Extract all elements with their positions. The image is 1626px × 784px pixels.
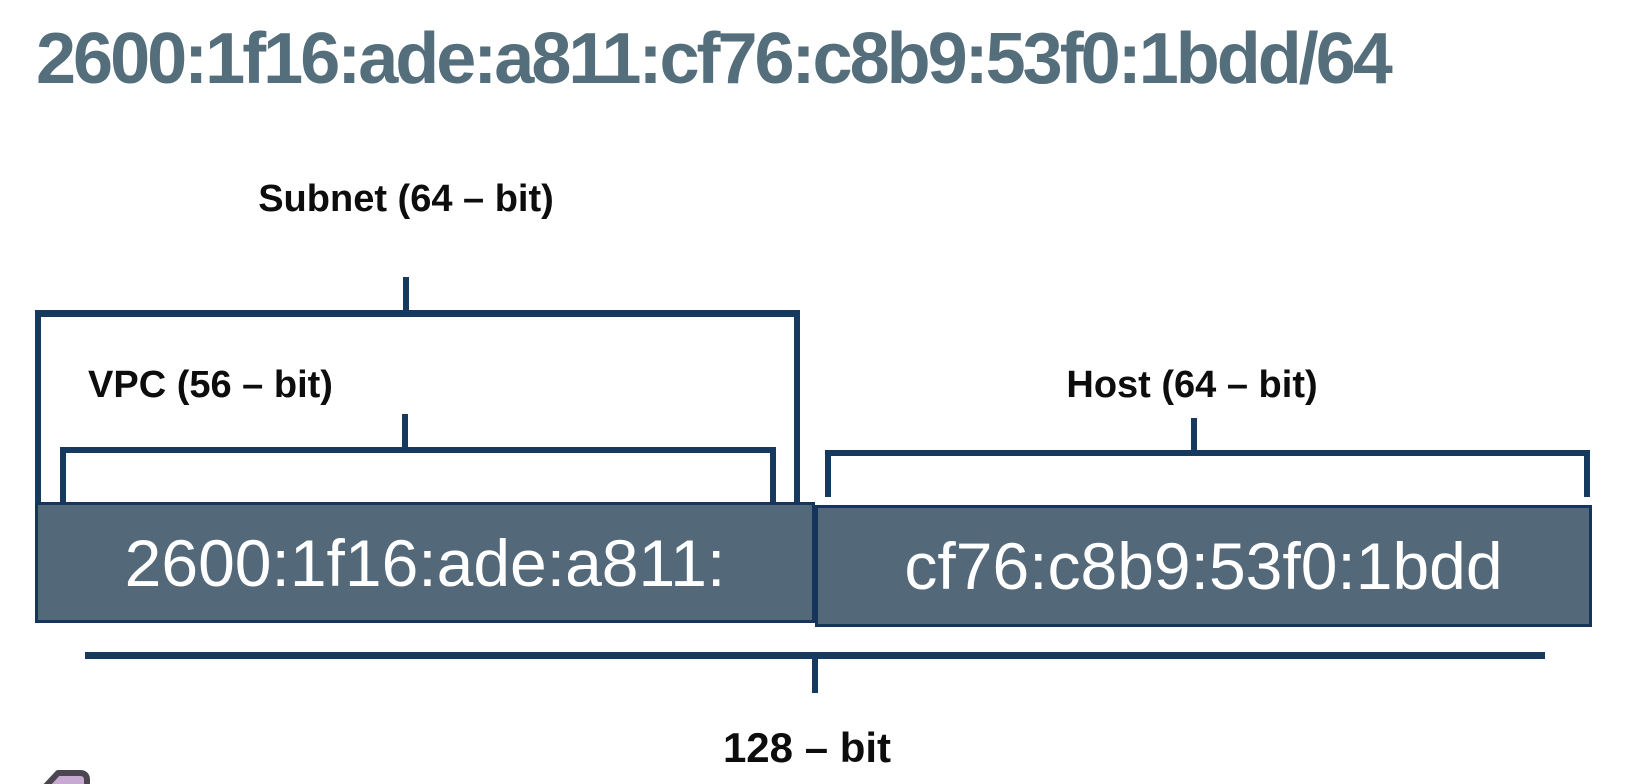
total-width-tick [812, 658, 818, 693]
subnet-bracket-tick [403, 277, 409, 313]
host-address-box: cf76:c8b9:53f0:1bdd [815, 505, 1592, 627]
host-address-value: cf76:c8b9:53f0:1bdd [904, 529, 1503, 603]
host-bracket-tick [1191, 418, 1197, 453]
total-width-line [85, 652, 1545, 659]
vpc-subnet-address-value: 2600:1f16:ade:a811: [124, 525, 726, 600]
vpc-label: VPC (56 – bit) [88, 364, 333, 406]
purple-box-icon [43, 770, 90, 784]
host-label: Host (64 – bit) [1066, 364, 1318, 406]
subnet-bracket [35, 310, 800, 504]
vpc-subnet-address-box: 2600:1f16:ade:a811: [35, 502, 815, 623]
host-bracket [825, 450, 1590, 497]
subnet-label: Subnet (64 – bit) [258, 178, 554, 220]
vpc-bracket-tick [402, 414, 408, 450]
vpc-bracket [60, 447, 776, 504]
total-bits-label: 128 – bit [722, 724, 892, 771]
page-title: 2600:1f16:ade:a811:cf76:c8b9:53f0:1bdd/6… [36, 19, 1393, 99]
